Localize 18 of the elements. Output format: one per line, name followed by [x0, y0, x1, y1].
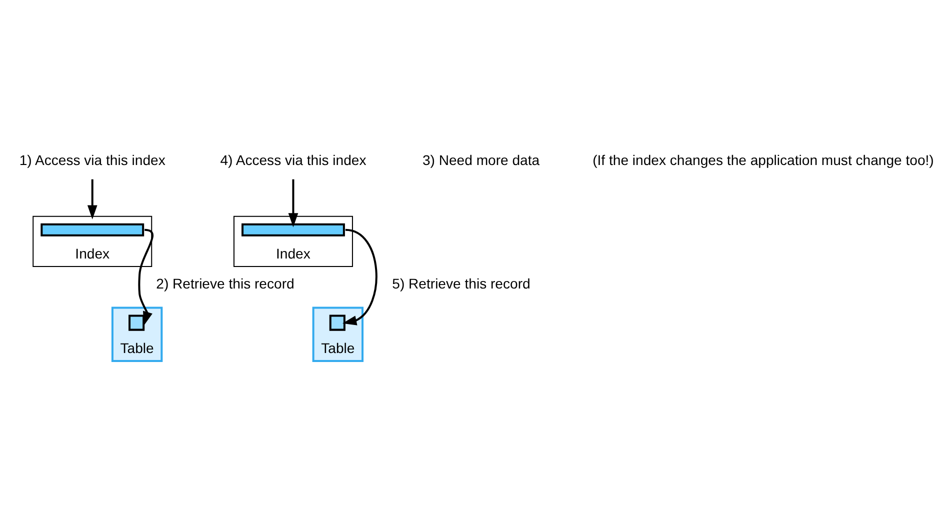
node-text: 1) Access via this index: [18, 152, 165, 168]
cluster: Index: [32, 216, 152, 268]
edge-label: 5) Retrieve this record: [392, 275, 530, 292]
cluster: Table: [312, 306, 364, 362]
edge-label: 2) Retrieve this record: [156, 275, 294, 292]
node-bar: [241, 223, 344, 236]
node-box: [128, 314, 144, 331]
label: 3) Need more data: [422, 152, 540, 168]
node-bar: [40, 223, 144, 236]
arrow: [86, 179, 97, 220]
label: (If the index changes the application must change too!): [592, 152, 934, 168]
arrow: [138, 228, 153, 326]
arrow: [288, 179, 298, 228]
node-box: [328, 314, 345, 331]
arrow: [342, 228, 377, 326]
node-text: 4) Access via this index: [220, 152, 366, 168]
cluster: Table: [110, 306, 162, 362]
cluster: Index: [232, 216, 352, 268]
